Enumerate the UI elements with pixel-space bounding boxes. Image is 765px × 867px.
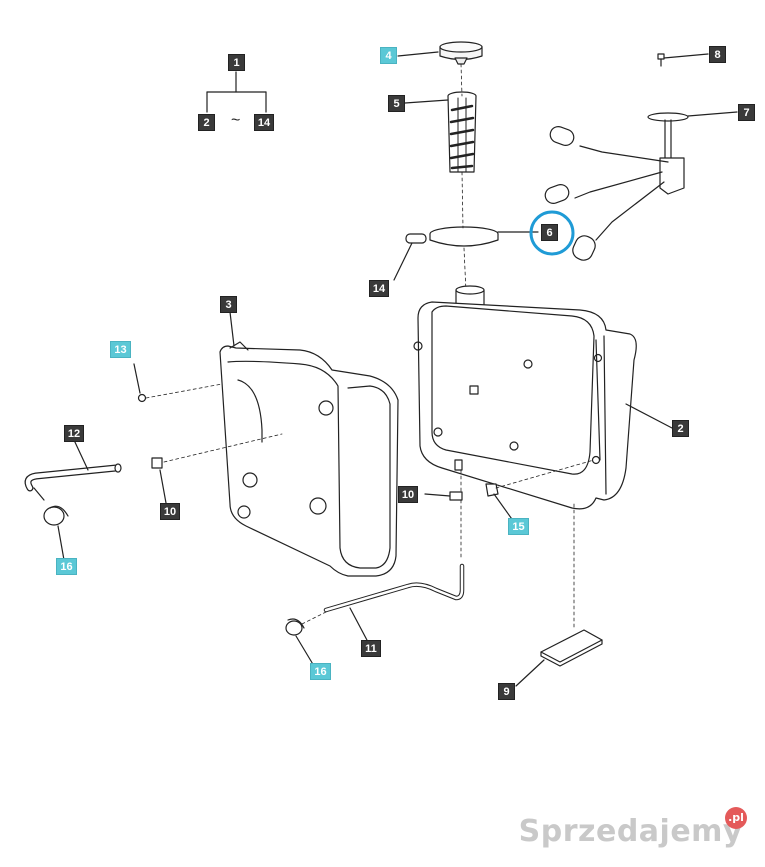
callout-2: 2: [198, 114, 215, 131]
screw-13: [133, 363, 223, 403]
callout-5: 5: [388, 95, 405, 112]
callout-14-vent: 14: [369, 280, 389, 297]
watermark-text: Sprzedajemy: [518, 814, 743, 849]
sender-screw: [657, 53, 665, 67]
callout-9: 9: [498, 683, 515, 700]
callout-6: 6: [541, 224, 558, 241]
fuel-strainer: [447, 91, 477, 173]
fuel-level-sender: [544, 112, 689, 261]
fuel-line: [323, 469, 465, 643]
callout-13: 13: [110, 341, 131, 358]
fuel-tank: [413, 285, 673, 510]
tank-guard: [219, 311, 399, 577]
range-bracket: [206, 71, 267, 113]
watermark-badge: .pl: [725, 807, 747, 829]
callout-16-line: 16: [310, 663, 331, 680]
callout-10: 10: [160, 503, 180, 520]
highlight-ring: [529, 210, 575, 256]
callout-11: 11: [361, 640, 381, 657]
hose-clamp-16a: [43, 505, 69, 561]
clip-10a: [151, 433, 283, 504]
fuel-cap: [439, 41, 483, 65]
callout-2-tank: 2: [672, 420, 689, 437]
callout-16: 16: [56, 558, 77, 575]
callout-7: 7: [738, 104, 755, 121]
callout-4: 4: [380, 47, 397, 64]
callout-1: 1: [228, 54, 245, 71]
range-symbol: ~: [231, 112, 241, 129]
callout-12: 12: [64, 425, 84, 442]
tank-pad: [515, 503, 603, 687]
bolt-15: [485, 459, 595, 523]
vent-tube: [393, 233, 427, 281]
fuel-hose: [24, 439, 122, 501]
callout-15: 15: [508, 518, 529, 535]
callout-10-line: 10: [398, 486, 418, 503]
hose-clamp-16b: [285, 611, 327, 667]
clip-10b: [424, 491, 463, 501]
callout-3: 3: [220, 296, 237, 313]
gasket: [429, 226, 499, 247]
callout-14: 14: [254, 114, 274, 131]
callout-8: 8: [709, 46, 726, 63]
